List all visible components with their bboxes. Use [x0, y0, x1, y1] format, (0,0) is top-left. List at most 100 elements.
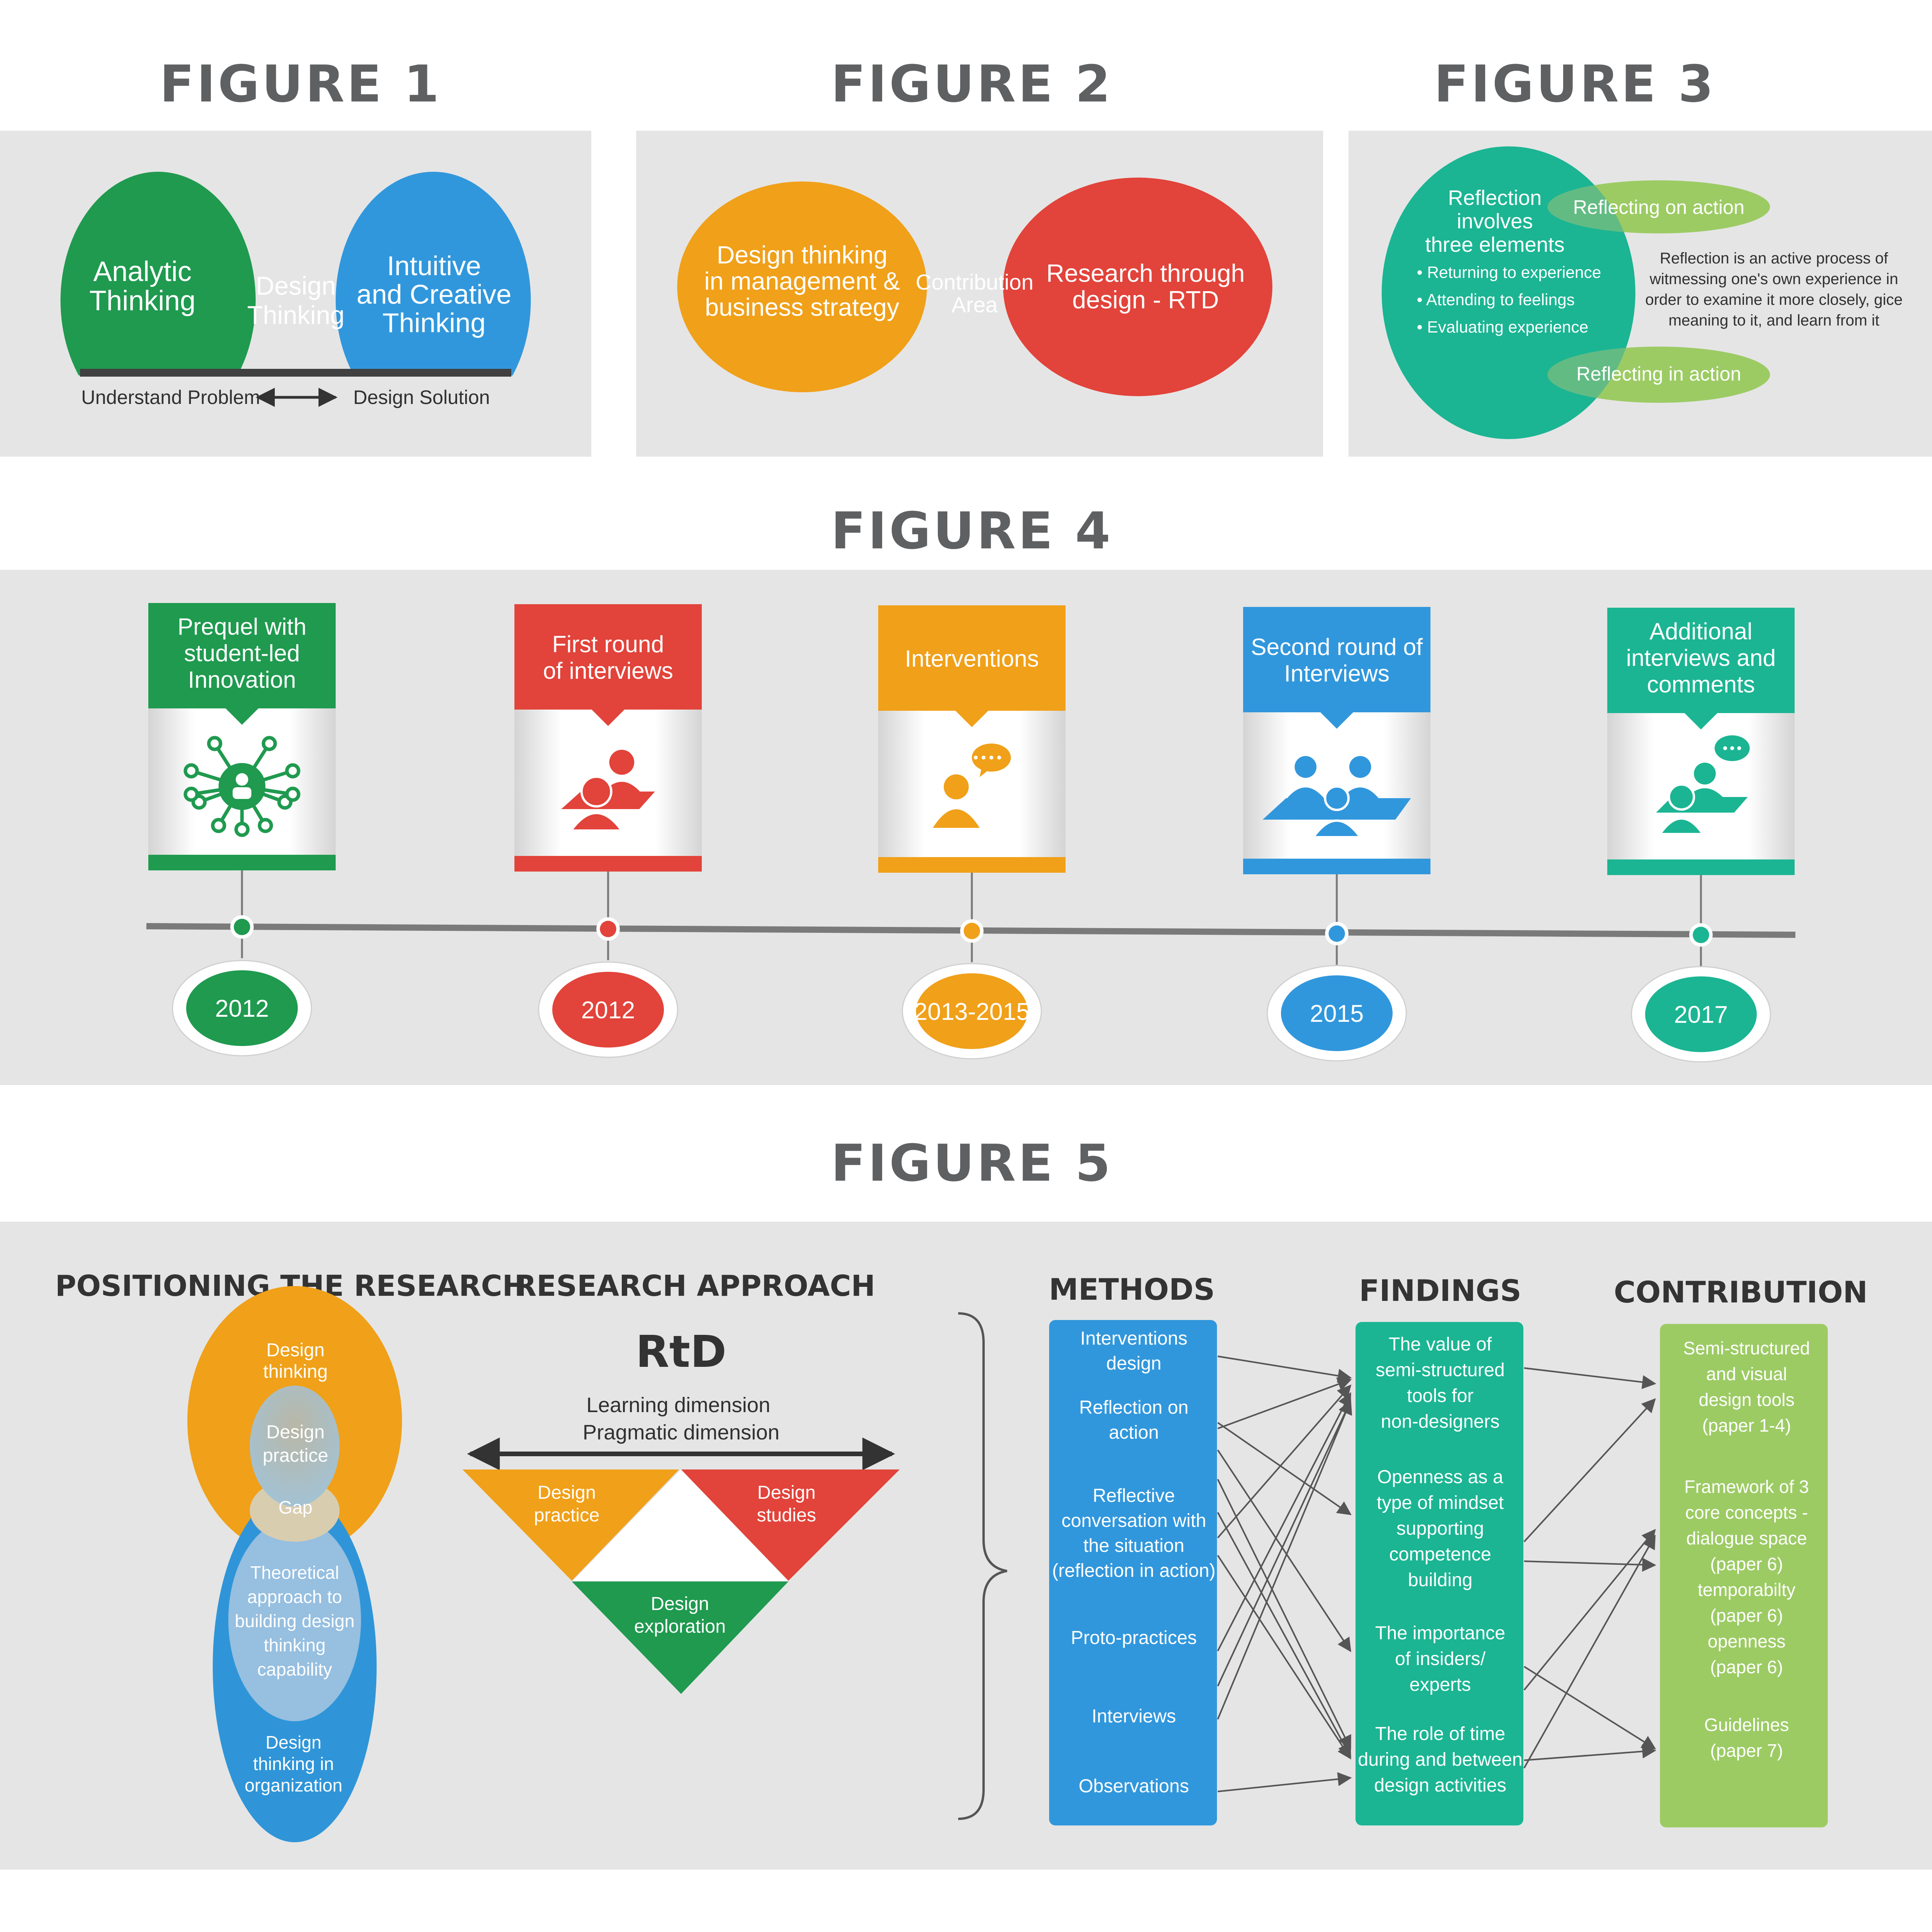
milestone-title-box [878, 605, 1066, 711]
fig1-axis-left-label: Understand Problem [81, 386, 260, 408]
method-finding-arrow [1217, 1512, 1351, 1758]
method-item: Interviews [1092, 1706, 1176, 1727]
milestone-dot-inner [234, 919, 250, 935]
contribution-item: Guidelines(paper 7) [1704, 1715, 1789, 1761]
approach-heading: RESEARCH APPROACH [514, 1269, 875, 1303]
milestone-pointer-top [955, 711, 988, 727]
chat-icon [1656, 735, 1750, 835]
fig1-analytic-circle [60, 172, 256, 429]
fig2-rtd-circle [1003, 178, 1272, 396]
milestone-dot-inner [1693, 927, 1709, 943]
year-badge [1645, 976, 1757, 1052]
group-meeting-icon [1263, 756, 1411, 838]
gap-label: Gap [279, 1497, 313, 1517]
findings-heading: FINDINGS [1359, 1273, 1521, 1308]
methods-box [1049, 1320, 1217, 1825]
finding-contribution-arrow [1523, 1529, 1656, 1691]
year-badge [186, 970, 298, 1046]
fig5-flow: METHODS FINDINGS CONTRIBUTION Interventions… [1049, 1272, 1868, 1827]
figure-1-title: FIGURE 1 [160, 54, 441, 114]
method-item: Observations [1079, 1776, 1189, 1797]
milestone-pointer-top [1320, 712, 1353, 729]
rtd-label: RtD [636, 1327, 727, 1377]
finding-contribution-arrow [1524, 1558, 1656, 1572]
year-label: 2017 [1674, 1002, 1728, 1028]
fig3-in-action-label: Reflecting in action [1576, 363, 1741, 385]
fig3-in-action-overlap [1548, 347, 1635, 403]
year-badge [916, 973, 1028, 1049]
network-person-icon [183, 736, 301, 837]
method-finding-arrow [1217, 1422, 1352, 1516]
finding-contribution-arrow [1524, 1367, 1656, 1389]
fig1-baseline [80, 369, 511, 377]
fig3-on-action-label: Reflecting on action [1573, 196, 1744, 218]
method-finding-arrow [1217, 1772, 1352, 1792]
fig1-intuitive-circle [336, 172, 531, 429]
interview-icon [561, 750, 655, 832]
milestone-dot-inner [1329, 925, 1345, 942]
speaker-icon [933, 744, 1011, 828]
milestone-card-footer [1607, 859, 1795, 875]
finding-contribution-arrow [1523, 1398, 1656, 1542]
milestone-pointer-top [1685, 713, 1717, 729]
contribution-heading: CONTRIBUTION [1614, 1275, 1868, 1309]
findings-box [1356, 1322, 1523, 1825]
methods-heading: METHODS [1049, 1272, 1215, 1307]
milestone-card-footer [878, 857, 1066, 873]
milestone-dot-inner [600, 921, 616, 938]
fig2-design-thinking-circle [677, 181, 927, 392]
method-item: Proto-practices [1071, 1628, 1197, 1648]
method-finding-arrow [1217, 1356, 1352, 1383]
milestone-pointer-top [592, 710, 624, 726]
method-finding-arrow [1217, 1384, 1352, 1539]
year-badge [552, 971, 664, 1048]
figure-2-title: FIGURE 2 [831, 54, 1113, 114]
milestone-title-box [514, 604, 702, 710]
method-finding-arrow [1217, 1479, 1351, 1750]
milestone-dot-inner [964, 923, 980, 939]
milestone-pointer-top [226, 708, 258, 725]
method-finding-arrow [1217, 1400, 1352, 1720]
method-finding-arrow [1217, 1392, 1351, 1651]
finding-contribution-arrow [1524, 1744, 1656, 1761]
milestone-title-box [148, 603, 336, 708]
milestone-title-box [1607, 608, 1795, 713]
method-finding-arrow [1217, 1449, 1351, 1653]
year-label: 2012 [581, 997, 635, 1024]
year-label: 2015 [1310, 1000, 1364, 1027]
year-label: 2013-2015 [914, 998, 1030, 1025]
